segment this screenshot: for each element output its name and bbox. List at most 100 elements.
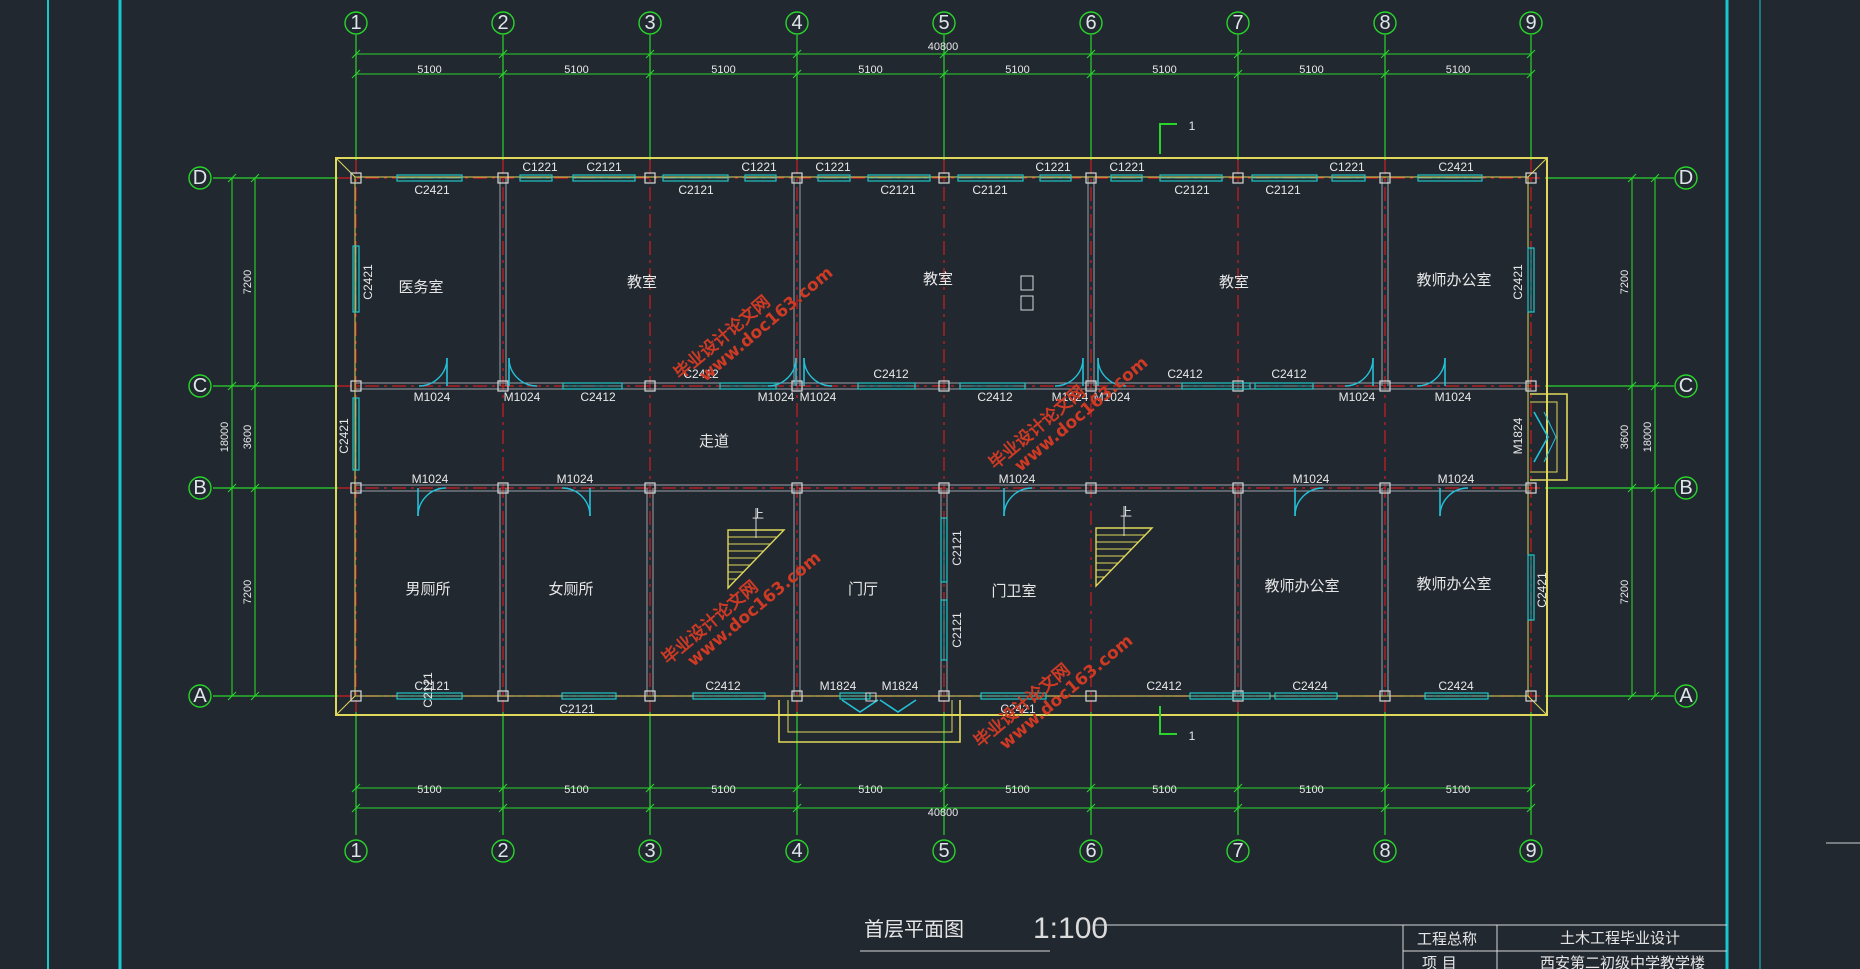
axis-bubble-2	[491, 11, 515, 35]
opening-label-C1221: C1221	[1329, 160, 1365, 174]
bay-dim-bottom: 5100	[1005, 784, 1029, 796]
dim-tick	[1233, 49, 1243, 59]
axis-bubble-label-7: 7	[1232, 840, 1243, 862]
bay-dim-bottom: 5100	[417, 784, 441, 796]
axis-bubble-5	[932, 839, 956, 863]
dim-tick	[227, 691, 237, 701]
dim-tick	[1380, 69, 1390, 79]
dim-tick	[939, 803, 949, 813]
title-block-project-value: 土木工程毕业设计	[1560, 929, 1680, 947]
interior-walls	[356, 178, 1531, 696]
dim-tick	[1650, 483, 1660, 493]
axis-bubble-label-6: 6	[1085, 840, 1096, 862]
axis-bubble-B	[1674, 476, 1698, 500]
bay-dim-bottom: 5100	[1446, 784, 1470, 796]
column	[350, 172, 362, 184]
room-label-class3: 教室	[1219, 273, 1249, 291]
room-label-hall: 门厅	[848, 580, 878, 598]
opening-label-M1024: M1024	[758, 390, 795, 404]
bay-dim-top: 5100	[1446, 64, 1470, 76]
dim-tick	[1627, 173, 1637, 183]
axis-bubble-8	[1373, 11, 1397, 35]
column	[497, 380, 509, 392]
axis-bubble-label-9: 9	[1525, 12, 1536, 34]
room-label-office2: 教师办公室	[1264, 577, 1339, 595]
title-block-item-value: 西安第二初级中学教学楼	[1540, 954, 1705, 969]
column	[1525, 482, 1537, 494]
opening-label-M1024: M1024	[1438, 472, 1475, 486]
column	[938, 482, 950, 494]
opening-label-C2421: C2421	[337, 418, 351, 454]
left-dim-total: 18000	[219, 422, 231, 453]
watermark-line2: www.doc163.com	[684, 548, 825, 671]
axis-bubble-label-4: 4	[791, 840, 802, 862]
dim-tick	[250, 483, 260, 493]
right-dim-seg: 3600	[1619, 425, 1631, 449]
dim-tick	[1526, 49, 1536, 59]
room-label-corridor: 走道	[699, 432, 729, 450]
dim-tick	[792, 783, 802, 793]
watermark-line2: www.doc163.com	[1011, 353, 1152, 476]
room-label-office1: 教师办公室	[1416, 271, 1491, 289]
dim-tick	[227, 381, 237, 391]
entrance-steps-inner	[787, 700, 953, 733]
dim-tick	[351, 69, 361, 79]
column	[644, 482, 656, 494]
opening-label-C1221: C1221	[1109, 160, 1145, 174]
opening-label-C2412: C2412	[977, 390, 1013, 404]
opening-label-C2421: C2421	[1438, 160, 1474, 174]
entrance-steps-outer	[778, 700, 961, 743]
corner-chamfer-br	[1527, 695, 1548, 716]
opening-label-C2421: C2421	[1535, 572, 1549, 608]
left-dim-seg: 3600	[242, 425, 254, 449]
axis-bubble-A	[1674, 684, 1698, 708]
bay-dim-bottom: 5100	[564, 784, 588, 796]
room-labels: 医务室教室教室教室教师办公室走道男厕所女厕所门厅门卫室教师办公室教师办公室	[398, 270, 1491, 600]
opening-label-M1024: M1024	[1094, 390, 1131, 404]
column	[791, 690, 803, 702]
dim-tick	[227, 173, 237, 183]
bay-dim-top: 5100	[1152, 64, 1176, 76]
opening-label-C2412: C2412	[1146, 679, 1182, 693]
column	[1525, 690, 1537, 702]
axis-bubble-6	[1079, 839, 1103, 863]
opening-label-C2121: C2121	[421, 672, 435, 708]
axis-bubble-8	[1373, 839, 1397, 863]
dim-tick	[1086, 49, 1096, 59]
section-mark-bottom: 1	[1159, 706, 1196, 743]
column	[1525, 380, 1537, 392]
axis-bubble-label-2: 2	[497, 840, 508, 862]
room-label-wc_f: 女厕所	[548, 580, 593, 598]
axis-bubble-4	[785, 11, 809, 35]
opening-label-C2412: C2412	[1271, 367, 1307, 381]
opening-label-M1824: M1824	[882, 679, 919, 693]
column	[938, 690, 950, 702]
dim-tick	[1627, 381, 1637, 391]
axis-bubble-1	[344, 839, 368, 863]
opening-label-C2412: C2412	[873, 367, 909, 381]
column	[1232, 172, 1244, 184]
section-mark-top: 1	[1159, 119, 1196, 154]
dim-tick	[645, 803, 655, 813]
bay-dim-top: 5100	[858, 64, 882, 76]
axis-bubble-D	[1674, 166, 1698, 190]
dim-tick	[1627, 691, 1637, 701]
axis-bubble-label-A: A	[1679, 685, 1693, 707]
axis-bubble-A	[188, 684, 212, 708]
section-mark-bottom-label: 1	[1189, 729, 1196, 743]
dim-tick	[939, 49, 949, 59]
dim-tick	[1380, 49, 1390, 59]
opening-label-C2121: C2121	[950, 612, 964, 648]
axis-bubble-label-3: 3	[644, 840, 655, 862]
dim-tick	[939, 69, 949, 79]
door-swing	[1054, 357, 1084, 387]
opening-label-M1024: M1024	[999, 472, 1036, 486]
column	[497, 172, 509, 184]
corner-chamfer-tr	[1527, 157, 1548, 178]
axis-bubble-label-6: 6	[1085, 12, 1096, 34]
bay-dim-top: 5100	[564, 64, 588, 76]
watermark-line2: www.doc163.com	[696, 263, 837, 386]
